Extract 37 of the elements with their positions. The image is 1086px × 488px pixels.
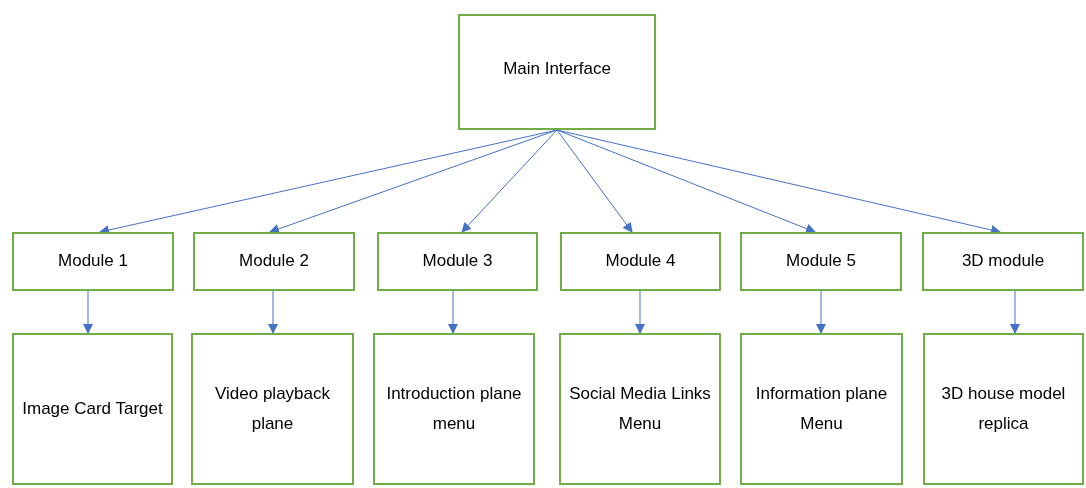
arrow: [83, 290, 93, 334]
arrow: [448, 290, 458, 334]
box-label: Module 4: [605, 250, 676, 272]
process-box: [193, 232, 355, 291]
box-label: Social Media Links Menu: [569, 383, 711, 435]
arrow: [461, 129, 558, 233]
process-box: [458, 14, 656, 130]
process-box: [12, 333, 173, 485]
arrow: [556, 129, 633, 233]
box-label: Image Card Target: [22, 398, 163, 420]
arrow: [816, 290, 826, 334]
process-box: [740, 232, 902, 291]
box-label: 3D module: [961, 250, 1045, 272]
box-label: 3D house model replica: [940, 383, 1067, 435]
arrow: [1010, 290, 1020, 334]
arrow: [556, 129, 816, 234]
process-box: [373, 333, 535, 485]
box-label: Module 2: [239, 250, 309, 272]
box-label: Introduction plane menu: [385, 383, 523, 435]
process-box: [559, 333, 721, 485]
process-box: [377, 232, 538, 291]
process-box: [740, 333, 903, 485]
process-box: [191, 333, 354, 485]
arrow: [269, 129, 558, 234]
process-box: [560, 232, 721, 291]
process-box: [922, 232, 1084, 291]
process-box: [12, 232, 174, 291]
process-box: [923, 333, 1084, 485]
box-label: Main Interface: [503, 58, 611, 80]
arrow: [556, 129, 1001, 235]
box-label: Module 1: [58, 250, 128, 272]
box-label: Video playback plane: [214, 383, 331, 435]
box-label: Module 5: [786, 250, 856, 272]
arrow: [268, 290, 278, 334]
box-label: Information plane Menu: [754, 383, 889, 435]
box-label: Module 3: [422, 250, 493, 272]
arrow: [635, 290, 645, 334]
